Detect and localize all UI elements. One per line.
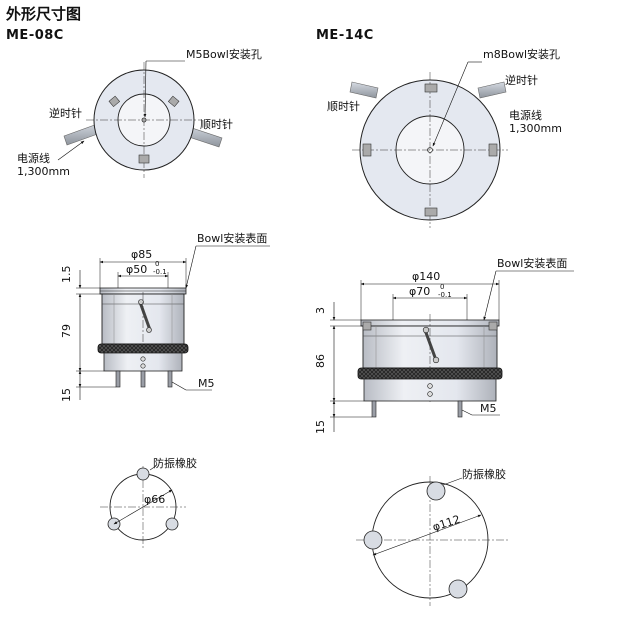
right-stud-2 [457,400,463,418]
right-tol-lower: -0.1 [438,291,452,299]
right-clamp-bottom [424,207,438,217]
left-ccw-label: 逆时针 [49,106,82,120]
right-hole-label: m8Bowl安装孔 [483,47,560,61]
right-h-body: 86 [314,354,327,368]
right-cable-label-2: 1,300mm [509,122,562,135]
left-hole-label: M5Bowl安装孔 [186,47,262,61]
left-tol-upper: 0 [155,260,159,268]
right-cable-left [349,81,379,99]
left-h-body: 79 [60,324,73,338]
right-dia-outer: φ140 [412,270,440,283]
left-stud-2 [140,370,146,388]
right-clamp-top [424,83,438,93]
left-knurl-base [97,343,189,354]
left-rubber-foot-1 [136,467,150,481]
right-stud-1 [371,400,377,418]
right-h-top: 3 [314,307,327,314]
left-clamp-2 [167,95,180,108]
right-tol-upper: 0 [440,283,444,291]
left-dia-outer: φ85 [131,248,152,261]
left-cable-label-1: 电源线 [17,151,50,165]
right-cable-right [477,81,507,99]
left-stud-3 [167,370,173,388]
right-rubber-label: 防振橡胶 [462,467,506,481]
left-bottom-view: φ66 防振橡胶 [100,456,197,548]
right-thread-label: M5 [480,402,497,415]
right-knurl-base [357,367,503,380]
right-clamp-left [362,143,372,157]
right-side-view: φ140 φ70 0 -0.1 Bowl安装表面 3 86 15 M5 [314,256,574,434]
right-clamp-right [488,143,498,157]
left-rubber-label: 防振橡胶 [153,456,197,470]
left-top-view: M5Bowl安装孔 逆时针 顺时针 电源线 1,300mm [17,47,262,178]
left-cw-label: 顺时针 [200,117,233,131]
right-ccw-label: 逆时针 [505,73,538,87]
right-cw-label: 顺时针 [327,99,360,113]
right-pcd-label: φ112 [431,513,462,534]
right-rubber-foot-3 [448,579,468,599]
right-cable-label-1: 电源线 [509,108,542,122]
left-cable-label-2: 1,300mm [17,165,70,178]
left-h-pin: 15 [60,388,73,402]
page-title: 外形尺寸图 [6,5,82,23]
left-clamp-1 [108,95,121,108]
model-right: ME-14C [316,28,374,43]
left-h-top: 1.5 [60,266,73,284]
right-dia-inner: φ70 [409,285,430,298]
right-rubber-foot-2 [363,530,383,550]
right-surface-label: Bowl安装表面 [497,256,567,270]
left-dia-inner: φ50 [126,263,147,276]
left-side-view: φ85 φ50 0 -0.1 Bowl安装表面 1.5 79 15 M5 [60,231,270,402]
left-clamp-3 [138,154,150,164]
left-thread-label: M5 [198,377,215,390]
left-surface-label: Bowl安装表面 [197,231,267,245]
right-rubber-foot-1 [426,481,446,501]
right-bottom-view: φ112 防振橡胶 [356,467,508,606]
right-top-view: m8Bowl安装孔 顺时针 逆时针 电源线 1,300mm [327,47,562,228]
left-rubber-foot-3 [165,517,179,531]
model-left: ME-08C [6,28,64,43]
left-tol-lower: -0.1 [153,268,167,276]
left-pcd-label: φ66 [144,493,165,506]
right-bottom-plate [363,378,497,402]
left-stud-1 [115,370,121,388]
right-h-pin: 15 [314,420,327,434]
